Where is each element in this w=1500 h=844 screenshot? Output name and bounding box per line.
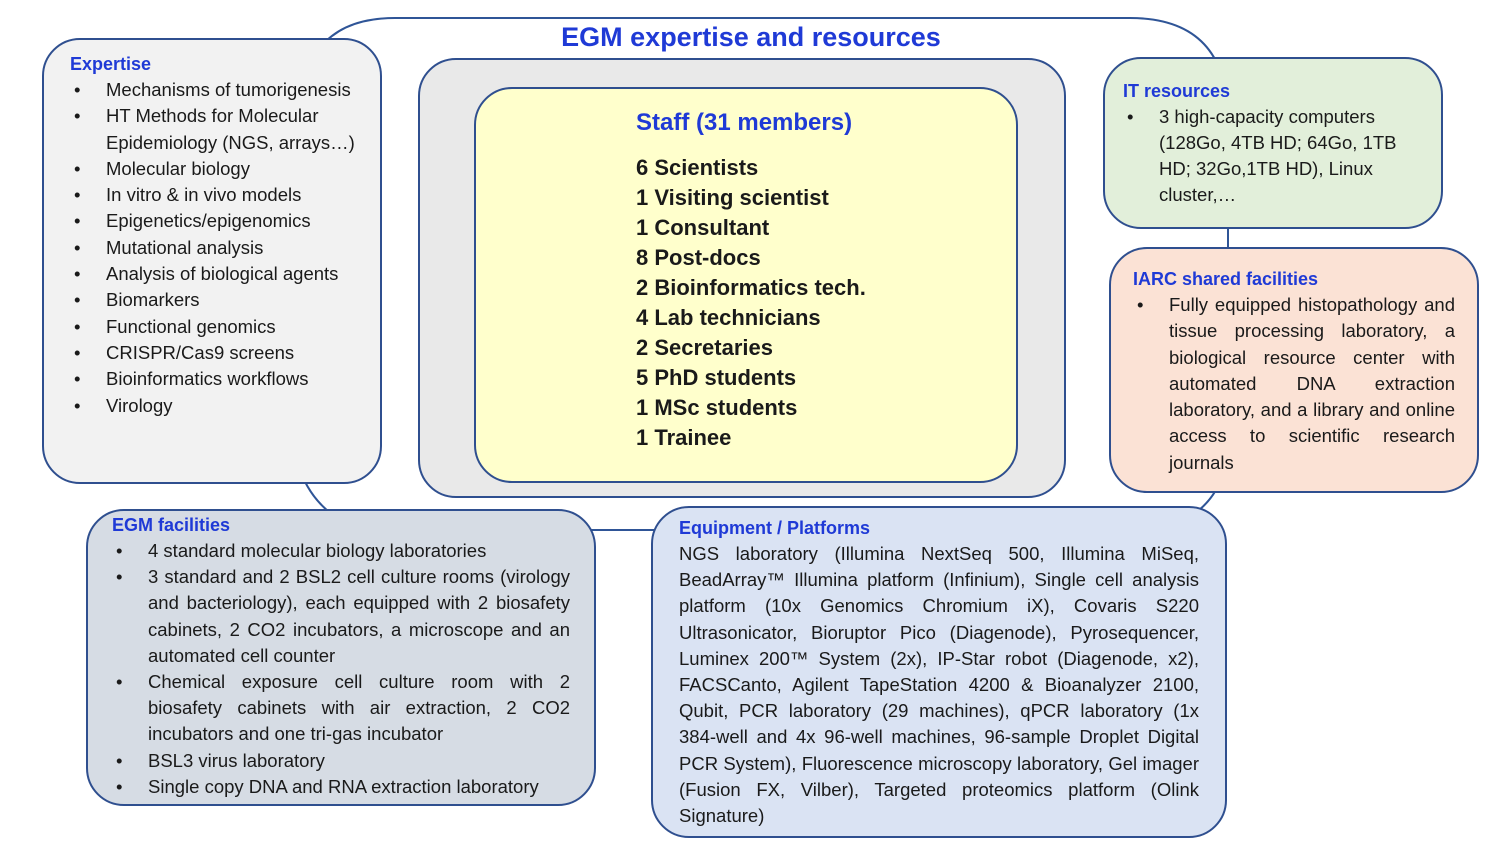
iarc-facilities-list: Fully equipped histopathology and tissue… xyxy=(1133,292,1455,476)
it-resources-list: 3 high-capacity computers (128Go, 4TB HD… xyxy=(1123,104,1419,208)
expertise-box: Expertise Mechanisms of tumorigenesis HT… xyxy=(42,38,382,484)
list-item: 4 standard molecular biology laboratorie… xyxy=(112,538,570,564)
staff-row: 6 Scientists xyxy=(636,155,759,180)
list-item: Bioinformatics workflows xyxy=(70,366,366,393)
staff-row: 8 Post-docs xyxy=(636,245,761,270)
staff-row: 1 Consultant xyxy=(636,215,770,240)
staff-row: 1 Visiting scientist xyxy=(636,185,829,210)
list-item: Fully equipped histopathology and tissue… xyxy=(1133,292,1455,476)
list-item: In vitro & in vivo models xyxy=(70,182,366,209)
egm-facilities-list: 4 standard molecular biology laboratorie… xyxy=(112,538,570,800)
list-item: Single copy DNA and RNA extraction labor… xyxy=(112,774,570,800)
list-item: Mechanisms of tumorigenesis xyxy=(70,77,366,104)
list-item: 3 standard and 2 BSL2 cell culture rooms… xyxy=(112,564,570,669)
staff-box: Staff (31 members) 6 Scientists 1 Visiti… xyxy=(474,87,1018,483)
staff-heading: Staff (31 members) xyxy=(636,109,853,136)
staff-row: 1 Trainee xyxy=(636,425,732,450)
list-item: Mutational analysis xyxy=(70,235,366,262)
equipment-box: Equipment / Platforms NGS laboratory (Il… xyxy=(651,506,1227,838)
list-item: Chemical exposure cell culture room with… xyxy=(112,669,570,748)
iarc-facilities-heading: IARC shared facilities xyxy=(1133,269,1319,289)
list-item: Functional genomics xyxy=(70,314,366,341)
expertise-heading: Expertise xyxy=(70,54,152,74)
list-item: Epigenetics/epigenomics xyxy=(70,208,366,235)
list-item: HT Methods for Molecular Epidemiology (N… xyxy=(70,103,366,156)
iarc-facilities-box: IARC shared facilities Fully equipped hi… xyxy=(1109,247,1479,493)
diagram-title: EGM expertise and resources xyxy=(480,22,1022,53)
list-item: Molecular biology xyxy=(70,156,366,183)
equipment-heading: Equipment / Platforms xyxy=(679,518,871,538)
it-resources-heading: IT resources xyxy=(1123,81,1231,101)
staff-row: 2 Bioinformatics tech. xyxy=(636,275,866,300)
list-item: BSL3 virus laboratory xyxy=(112,748,570,774)
egm-facilities-heading: EGM facilities xyxy=(112,515,231,535)
list-item: Virology xyxy=(70,393,366,420)
equipment-text: NGS laboratory (Illumina NextSeq 500, Il… xyxy=(679,543,1199,827)
it-resources-box: IT resources 3 high-capacity computers (… xyxy=(1103,57,1443,229)
list-item: Analysis of biological agents xyxy=(70,261,366,288)
staff-row: 4 Lab technicians xyxy=(636,305,821,330)
expertise-list: Mechanisms of tumorigenesis HT Methods f… xyxy=(70,77,366,419)
egm-facilities-box: EGM facilities 4 standard molecular biol… xyxy=(86,509,596,806)
staff-row: 1 MSc students xyxy=(636,395,798,420)
list-item: 3 high-capacity computers (128Go, 4TB HD… xyxy=(1123,104,1419,208)
list-item: CRISPR/Cas9 screens xyxy=(70,340,366,367)
staff-row: 5 PhD students xyxy=(636,365,797,390)
list-item: Biomarkers xyxy=(70,287,366,314)
staff-row: 2 Secretaries xyxy=(636,335,773,360)
